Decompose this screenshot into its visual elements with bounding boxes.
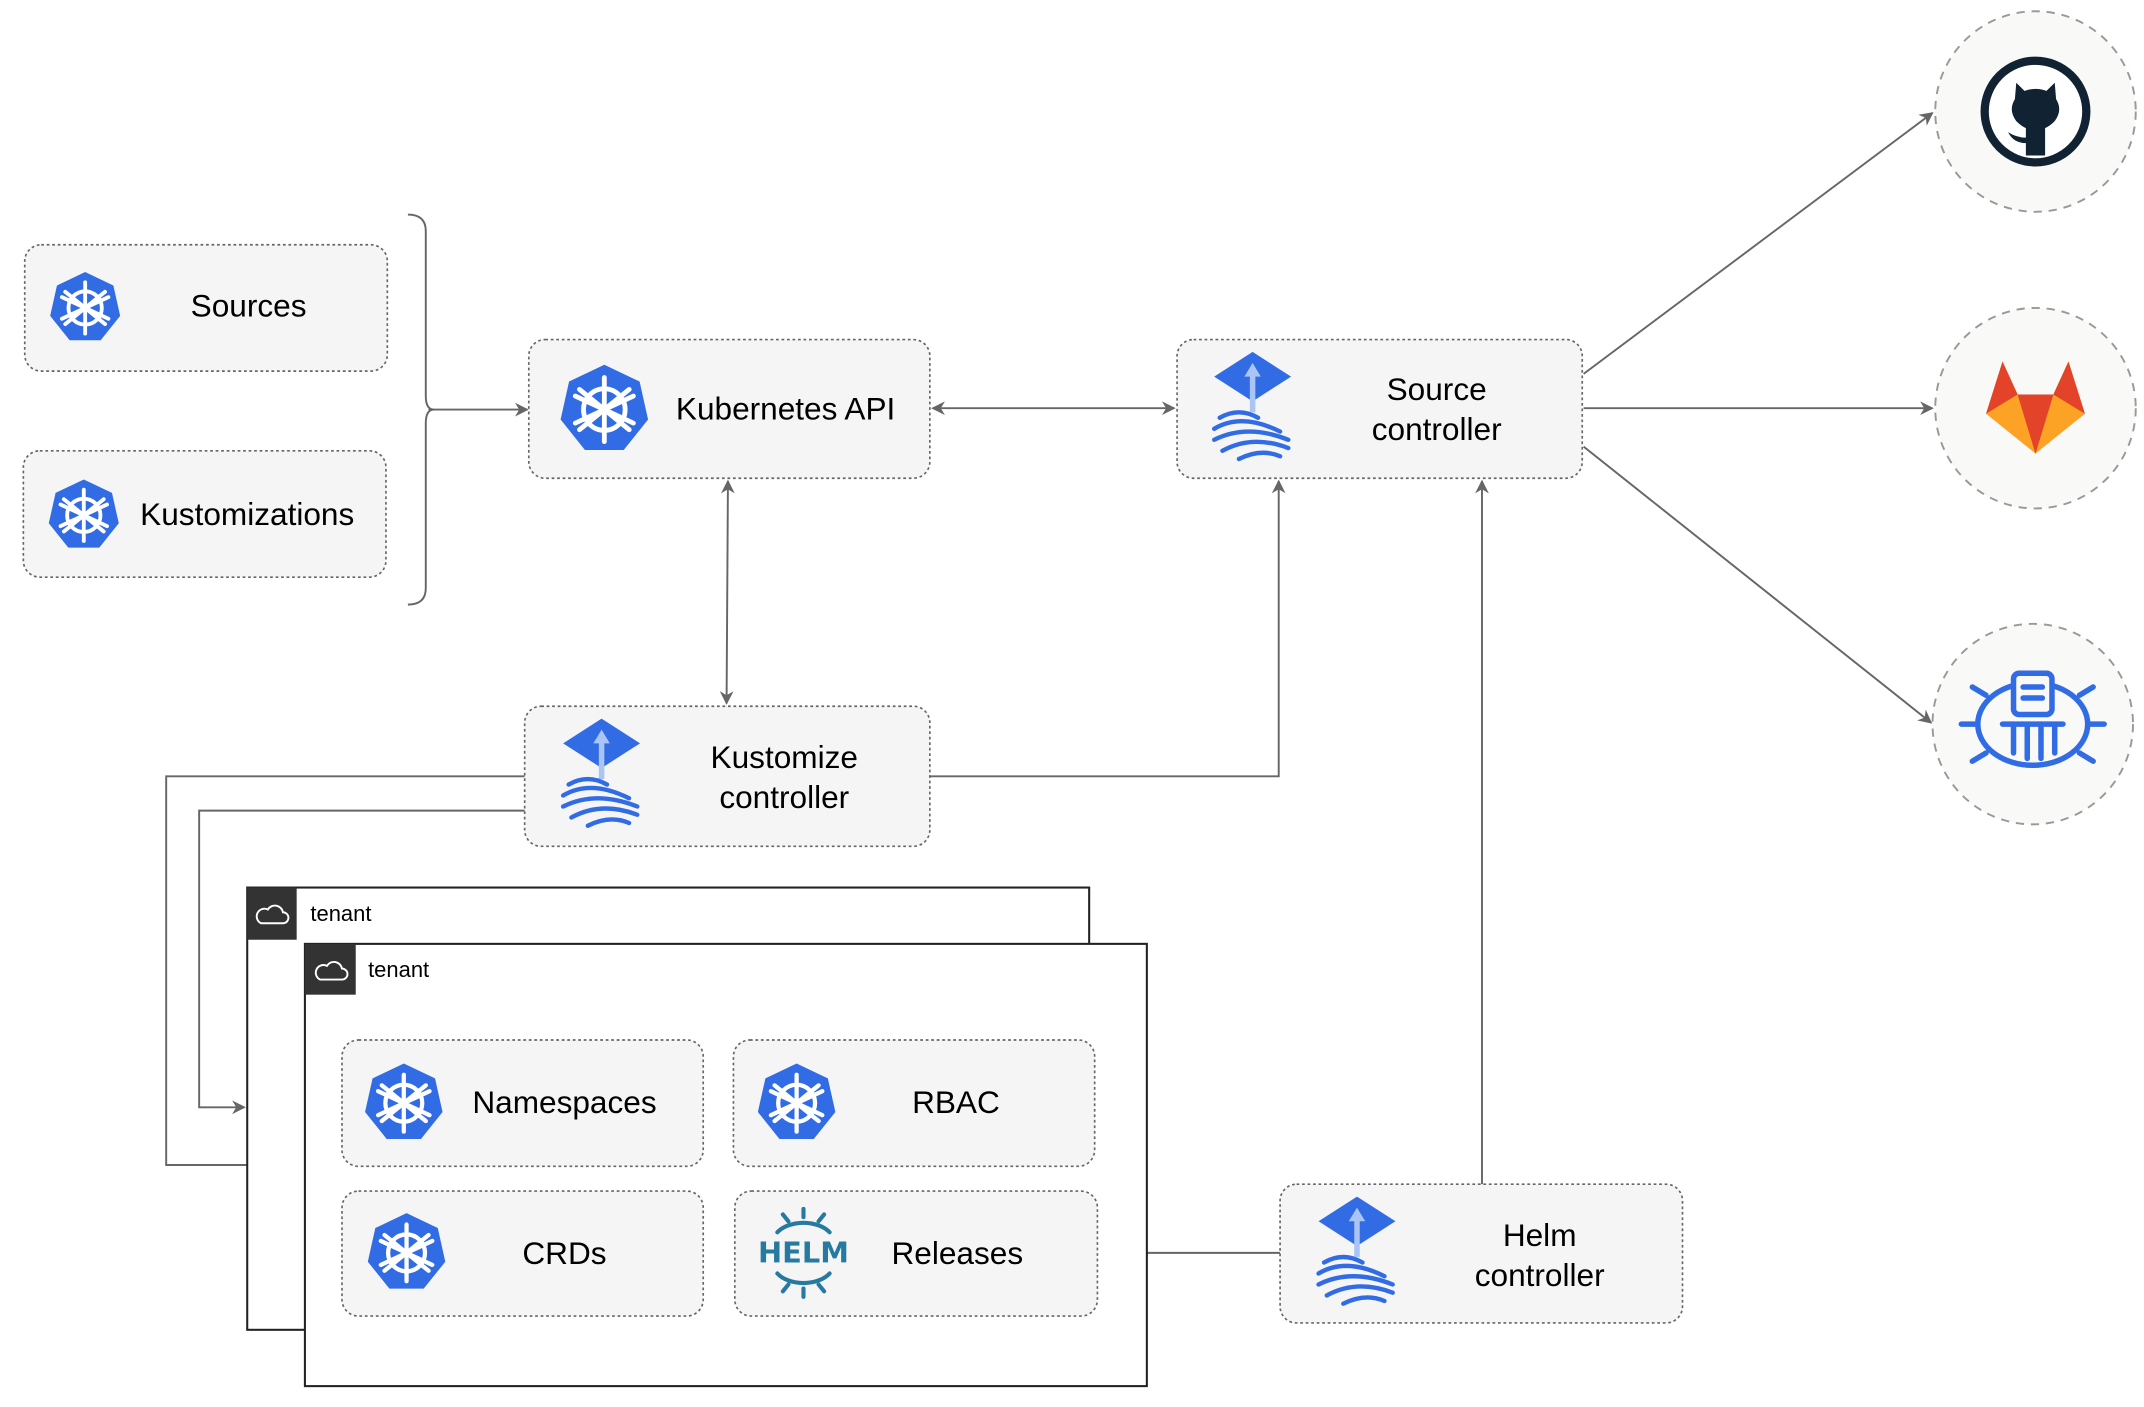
- helm-controller-label-2: controller: [1475, 1257, 1605, 1293]
- sources-label: Sources: [191, 287, 307, 323]
- svg-text:HELM: HELM: [758, 1235, 849, 1269]
- edge-kustomize-to-tenant-front: [165, 775, 525, 1172]
- source-controller-label-2: controller: [1372, 411, 1502, 447]
- node-crds[interactable]: CRDs: [341, 1190, 705, 1317]
- node-kustomize-controller[interactable]: Kustomize controller: [523, 705, 931, 848]
- kustomize-controller-label-2: controller: [719, 779, 849, 815]
- namespaces-label: Namespaces: [472, 1084, 656, 1120]
- github-icon: [1980, 56, 2091, 167]
- github-node[interactable]: [1934, 10, 2137, 213]
- helm-controller-label-1: Helm: [1503, 1217, 1577, 1253]
- edge-source-to-bucket: [1583, 445, 1933, 724]
- kustomize-controller-label-1: Kustomize: [711, 739, 858, 775]
- edge-k8s-api-kustomize-controller: [719, 479, 735, 705]
- node-releases[interactable]: HELM Releases: [733, 1190, 1099, 1317]
- node-source-controller[interactable]: Source controller: [1176, 338, 1584, 480]
- node-helm-controller[interactable]: Helm controller: [1279, 1183, 1684, 1324]
- rbac-label: RBAC: [912, 1084, 1000, 1120]
- cloud-icon: [314, 960, 349, 981]
- node-sources[interactable]: Sources: [23, 243, 389, 372]
- tenant-label: tenant: [368, 957, 429, 982]
- kubernetes-api-label: Kubernetes API: [676, 390, 895, 426]
- node-kubernetes-api[interactable]: Kubernetes API: [527, 338, 931, 480]
- helm-icon: HELM: [758, 1206, 849, 1299]
- releases-label: Releases: [891, 1235, 1023, 1271]
- edge-kustomize-to-tenant-back: [198, 809, 525, 1115]
- bucket-node[interactable]: [1931, 622, 2134, 826]
- source-controller-label-1: Source: [1387, 371, 1487, 407]
- kustomizations-label: Kustomizations: [140, 496, 354, 532]
- edge-source-to-github: [1583, 112, 1934, 375]
- node-namespaces[interactable]: Namespaces: [341, 1039, 705, 1168]
- gitlab-icon: [1986, 361, 2085, 454]
- node-kustomizations[interactable]: Kustomizations: [22, 449, 387, 578]
- gitlab-node[interactable]: [1934, 306, 2137, 510]
- bucket-icon: [1958, 670, 2107, 769]
- crds-label: CRDs: [522, 1235, 606, 1271]
- edge-kustomize-to-source: [929, 479, 1286, 778]
- node-rbac[interactable]: RBAC: [732, 1039, 1096, 1168]
- tenant-label: tenant: [310, 901, 371, 926]
- cloud-icon: [255, 904, 290, 925]
